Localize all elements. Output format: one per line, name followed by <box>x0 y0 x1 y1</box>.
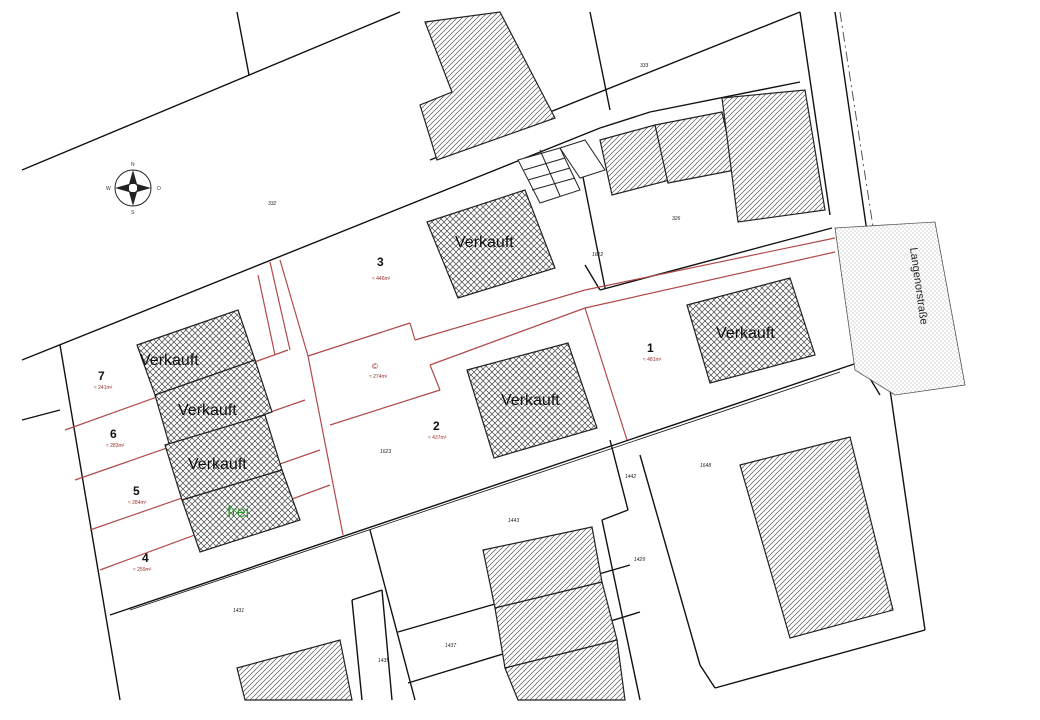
plot-area-1: ≈ 481m² <box>643 357 662 363</box>
parcel-number: 1431 <box>233 608 244 614</box>
parcel-number: 1437 <box>445 643 456 649</box>
parcel-number: 332 <box>268 201 277 207</box>
compass-west: W <box>106 186 111 192</box>
plot-area-7: ≈ 241m² <box>94 385 113 391</box>
neighbour-buildings <box>236 11 894 701</box>
plot-labels: 7 ≈ 241m² 6 ≈ 283m² 5 ≈ 284m² 4 ≈ 259m² … <box>94 255 662 573</box>
parcel-number: 1442 <box>625 474 636 480</box>
compass-north: N <box>131 162 135 168</box>
status-plot-3: Verkauft <box>455 234 514 251</box>
parcel-numbers: 333 332 326 1622 1623 1648 1442 1443 142… <box>233 63 711 664</box>
plot-number-4: 4 <box>142 551 149 565</box>
cadastral-lines <box>21 11 926 701</box>
status-plot-6: Verkauft <box>178 402 237 419</box>
plot-area-2: ≈ 437m² <box>428 435 447 441</box>
status-plot-5: Verkauft <box>188 456 247 473</box>
status-plot-7: Verkauft <box>140 352 199 369</box>
plot-number-2: 2 <box>433 419 440 433</box>
status-plot-1: Verkauft <box>716 325 775 342</box>
street-area <box>834 221 966 396</box>
plot-area-4: ≈ 259m² <box>133 567 152 573</box>
common-area-size: ≈ 274m² <box>369 374 388 380</box>
plot-number-1: 1 <box>647 341 654 355</box>
house-plot-6 <box>154 359 273 448</box>
status-labels: Verkauft Verkauft Verkauft frei Verkauft… <box>140 234 775 521</box>
house-plot-3 <box>426 189 556 299</box>
stairs <box>517 139 606 204</box>
plot-area-3: ≈ 446m² <box>372 276 391 282</box>
parcel-number: 1435 <box>378 658 389 664</box>
status-plot-4: frei <box>227 504 249 521</box>
compass-rose-icon: N S W O <box>106 162 161 216</box>
plot-buildings <box>136 189 816 553</box>
house-plot-1 <box>686 277 816 384</box>
house-plot-2 <box>466 342 598 459</box>
parcel-number: 1443 <box>508 518 519 524</box>
plot-number-5: 5 <box>133 484 140 498</box>
parcel-number: 1648 <box>700 463 711 469</box>
plot-number-6: 6 <box>110 427 117 441</box>
parcel-number: 1623 <box>380 449 391 455</box>
parcel-number: 333 <box>640 63 649 69</box>
status-plot-2: Verkauft <box>501 392 560 409</box>
compass-south: S <box>131 210 135 216</box>
parcel-number: 1622 <box>592 252 603 258</box>
plot-number-3: 3 <box>377 255 384 269</box>
plot-area-6: ≈ 283m² <box>106 443 125 449</box>
plot-area-5: ≈ 284m² <box>128 500 147 506</box>
plot-number-7: 7 <box>98 369 105 383</box>
house-plot-4 <box>181 469 301 553</box>
compass-east: O <box>157 186 161 192</box>
parcel-number: 1429 <box>634 557 645 563</box>
parcel-number: 326 <box>672 216 681 222</box>
common-area-symbol: © <box>372 362 378 371</box>
